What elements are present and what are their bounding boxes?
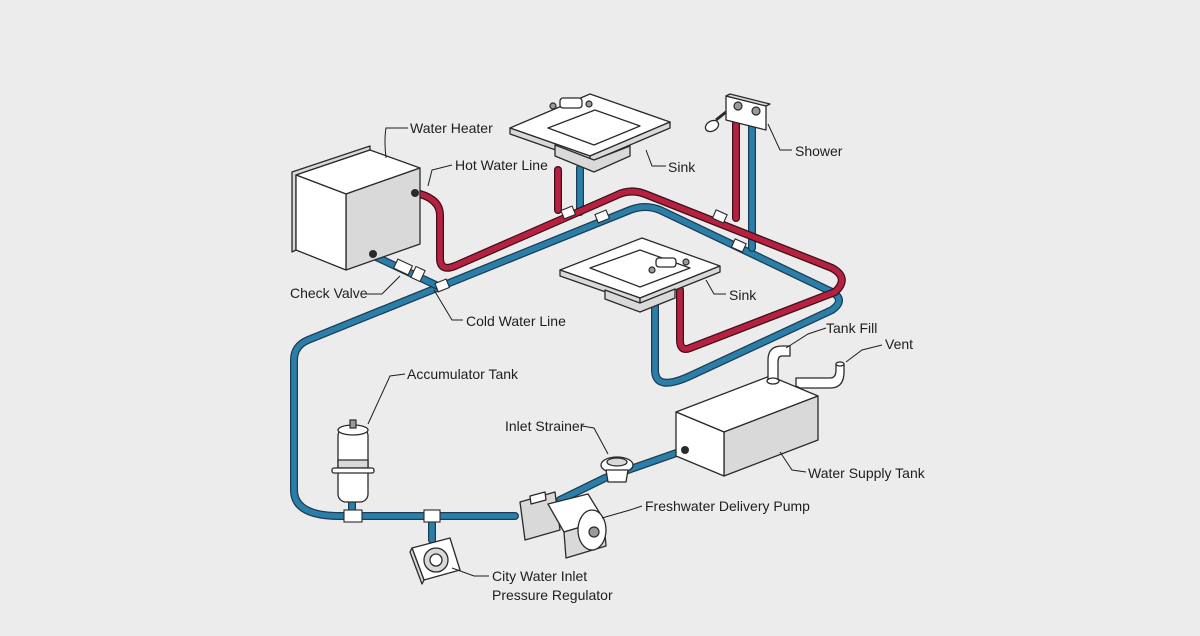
water-heater <box>291 145 421 271</box>
label-cold-water-line: Cold Water Line <box>466 313 566 329</box>
sink-upper <box>509 93 671 173</box>
inlet-strainer <box>600 456 634 483</box>
label-shower: Shower <box>795 143 843 159</box>
cold-line-tank-to-pump <box>557 447 688 503</box>
water-supply-tank <box>675 345 845 477</box>
hot-water-line-main <box>417 188 845 352</box>
check-valve <box>392 258 426 283</box>
label-accumulator-tank: Accumulator Tank <box>407 366 519 382</box>
label-check-valve: Check Valve <box>290 285 368 301</box>
pipe-fittings <box>423 205 747 523</box>
label-city-water-inlet: City Water Inlet <box>492 568 587 584</box>
cold-water-pipes <box>290 116 843 544</box>
label-water-heater: Water Heater <box>410 120 493 136</box>
city-water-inlet-regulator <box>409 537 461 585</box>
hot-water-pipes <box>416 116 846 353</box>
sink-lower <box>559 237 721 313</box>
label-sink-upper: Sink <box>668 159 696 175</box>
label-tank-fill: Tank Fill <box>826 320 877 336</box>
label-freshwater-delivery-pump: Freshwater Delivery Pump <box>645 498 810 514</box>
label-inlet-strainer: Inlet Strainer <box>505 418 585 434</box>
label-sink-lower: Sink <box>729 287 757 303</box>
label-vent: Vent <box>885 336 913 352</box>
label-hot-water-line: Hot Water Line <box>455 157 548 173</box>
labels: Water Heater Hot Water Line Sink Shower … <box>290 120 926 603</box>
accumulator-tank <box>331 419 375 523</box>
freshwater-delivery-pump <box>519 491 607 559</box>
cold-water-line-main <box>291 204 842 519</box>
label-pressure-regulator: Pressure Regulator <box>492 587 613 603</box>
label-water-supply-tank: Water Supply Tank <box>808 465 926 481</box>
shower <box>704 93 771 133</box>
